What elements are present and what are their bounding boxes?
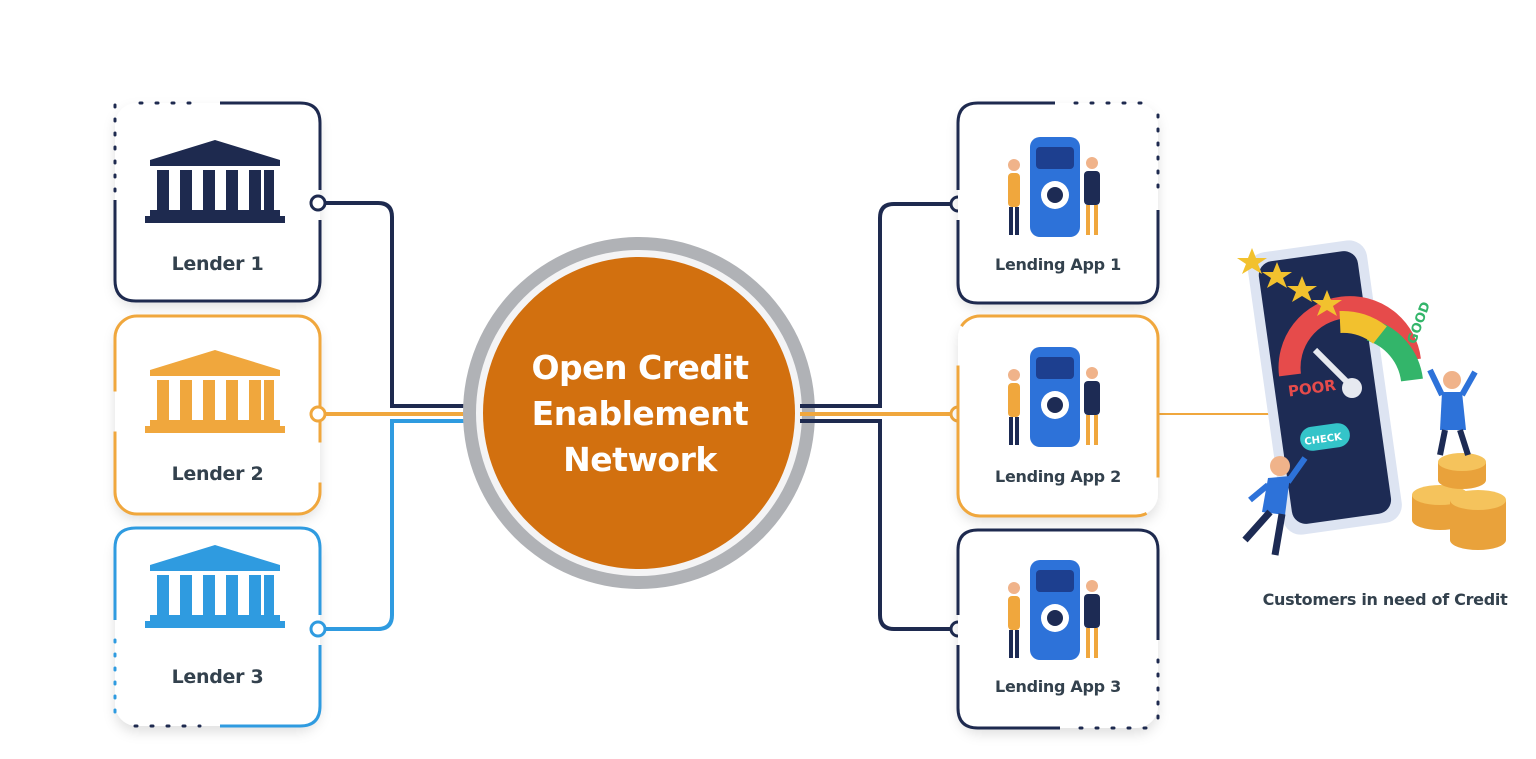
lending-app-1-label: Lending App 1 — [995, 255, 1121, 274]
lender-3-label: Lender 3 — [171, 666, 264, 688]
phone-good-text: GOOD — [1405, 300, 1434, 346]
lending-app-3-label: Lending App 3 — [995, 677, 1121, 696]
phone-check-text: CHECK — [1304, 432, 1344, 448]
lending-app-icon — [1008, 347, 1100, 447]
lender-1-label: Lender 1 — [171, 253, 264, 275]
hub-circle — [463, 237, 815, 589]
lending-app-icon — [1008, 137, 1100, 237]
hub-title: Open Credit Enablement Network — [531, 348, 749, 479]
lender-card-1 — [113, 101, 322, 303]
lender-connectors — [309, 194, 480, 638]
bank-icon — [145, 350, 285, 433]
credit-score-phone-icon: POOR CHECK GOOD — [1237, 240, 1506, 556]
lending-app-2-label: Lending App 2 — [995, 467, 1121, 486]
customers-label: Customers in need of Credit — [1262, 590, 1508, 609]
bank-icon — [145, 140, 285, 223]
lending-app-icon — [1008, 560, 1100, 660]
bank-icon — [145, 545, 285, 628]
lender-card-3 — [113, 526, 322, 728]
lender-card-2 — [113, 314, 322, 516]
lender-2-label: Lender 2 — [171, 463, 264, 485]
